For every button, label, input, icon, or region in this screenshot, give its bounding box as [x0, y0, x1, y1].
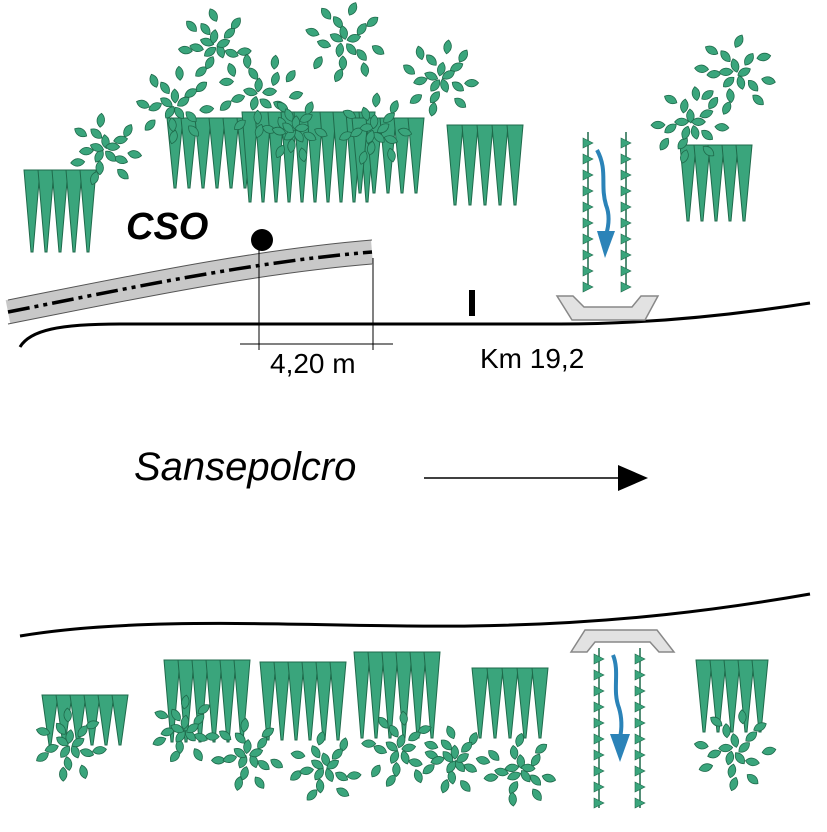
tree-spike-icon — [423, 651, 441, 739]
overflow-point-icon — [251, 229, 273, 251]
tree-spike-icon — [111, 694, 129, 746]
tree-spike-icon — [461, 124, 479, 206]
shrub-icon — [177, 8, 252, 77]
tree-spike-icon — [471, 667, 489, 739]
overflow-label: CSO — [126, 206, 209, 248]
tree-spike-icon — [353, 651, 371, 739]
tree-spike-icon — [707, 144, 725, 222]
tree-spike-icon — [476, 124, 494, 206]
direction-label: Sansepolcro — [134, 445, 357, 489]
tree-spike-icon — [446, 124, 464, 206]
sewer-pipe-centerline — [7, 250, 373, 314]
tree-spike-icon — [194, 117, 212, 189]
distance-dimension — [240, 250, 393, 350]
shrub-icon — [261, 101, 328, 163]
shrub-icon — [70, 112, 143, 186]
tree-spike-icon — [409, 651, 427, 739]
tree-spike-icon — [506, 124, 524, 206]
tree-spike-icon — [205, 659, 223, 743]
shrub-icon — [403, 39, 480, 117]
sewer-pipe-edge-top — [7, 239, 373, 301]
shrub-icon — [35, 707, 107, 782]
tree-spike-icon — [407, 117, 425, 194]
tree-spike-icon — [381, 651, 399, 739]
distance-label: 4,20 m — [270, 348, 356, 379]
tree-spike-icon — [222, 117, 240, 189]
stream-flow-top-icon — [595, 149, 615, 258]
shrub-icon — [693, 709, 777, 792]
direction-arrow-icon — [424, 465, 648, 491]
tree-spike-icon — [393, 117, 411, 194]
tree-spike-icon — [51, 169, 69, 253]
marker-bar-icon — [469, 290, 475, 316]
tree-spike-icon — [41, 694, 59, 746]
shrub-icon — [422, 725, 491, 794]
tree-spike-icon — [287, 661, 305, 741]
tree-spike-icon — [259, 661, 277, 741]
tree-spike-icon — [723, 659, 741, 733]
road-edge-bottom — [19, 592, 811, 638]
tree-spike-icon — [367, 651, 385, 739]
stream-channel-bottom — [593, 648, 646, 809]
shrub-icon — [136, 65, 215, 145]
tree-spike-icon — [79, 169, 97, 253]
tree-spike-icon — [65, 169, 83, 253]
tree-spike-icon — [219, 659, 237, 743]
tree-spike-icon — [163, 659, 181, 743]
culvert-bottom-icon — [569, 629, 676, 653]
road-edge-top — [18, 301, 811, 348]
tree-spike-icon — [315, 661, 333, 741]
tree-spike-icon — [97, 694, 115, 746]
tree-spike-icon — [208, 117, 226, 189]
shrub-icon — [650, 86, 730, 164]
tree-spike-icon — [737, 659, 755, 733]
stream-flow-bottom-icon — [610, 654, 630, 762]
tree-spike-icon — [241, 111, 259, 203]
vegetation-top — [23, 2, 776, 253]
shrub-icon — [210, 717, 284, 791]
shrub-icon — [483, 732, 557, 807]
tree-spike-icon — [735, 144, 753, 222]
shrub-icon — [361, 710, 439, 787]
shrub-icon — [338, 92, 413, 165]
shrub-icon — [694, 34, 776, 115]
shrub-icon — [305, 2, 385, 83]
culvert-top-icon — [555, 295, 660, 321]
stream-channel-top — [582, 132, 632, 293]
tree-spike-icon — [301, 661, 319, 741]
tree-spike-icon — [501, 667, 519, 739]
shrub-icon — [290, 731, 362, 801]
tree-spike-icon — [709, 659, 727, 733]
tree-spike-icon — [491, 124, 509, 206]
tree-spike-icon — [516, 667, 534, 739]
tree-spike-icon — [695, 659, 713, 733]
tree-spike-icon — [531, 667, 549, 739]
tree-spike-icon — [693, 144, 711, 222]
tree-spike-icon — [83, 694, 101, 746]
tree-spike-icon — [329, 661, 347, 741]
kilometer-label: Km 19,2 — [480, 343, 585, 374]
tree-spike-icon — [273, 661, 291, 741]
tree-spike-icon — [191, 659, 209, 743]
shrub-icon — [152, 694, 220, 763]
tree-spike-icon — [37, 169, 55, 253]
tree-spike-icon — [751, 659, 769, 733]
tree-spike-icon — [679, 144, 697, 222]
sewer-pipe-band — [5, 240, 373, 324]
vegetation-bottom — [35, 651, 777, 807]
tree-spike-icon — [721, 144, 739, 222]
tree-spike-icon — [486, 667, 504, 739]
tree-spike-icon — [23, 169, 41, 253]
sewer-pipe-edge-bottom — [7, 263, 373, 325]
